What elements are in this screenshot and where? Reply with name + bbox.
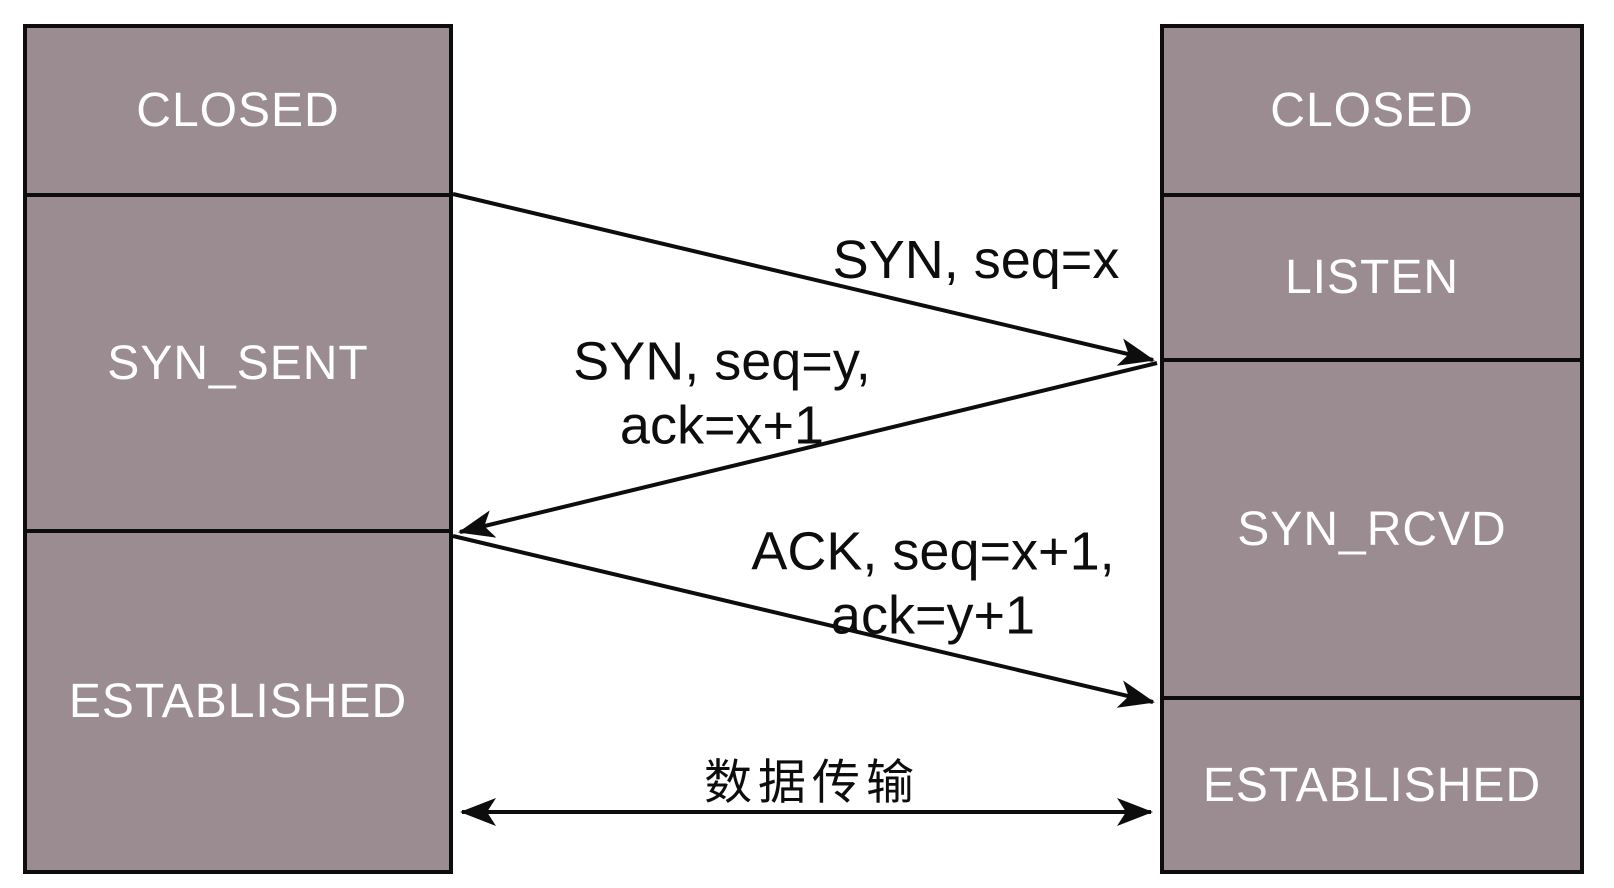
data-transfer-line1: 数据传输 [703,756,921,810]
client-state-syn-sent: SYN_SENT [27,193,449,529]
client-state-closed: CLOSED [136,84,340,137]
ack-message-label: ACK, seq=x+1, ack=y+1 [751,520,1114,647]
server-state-closed: CLOSED [1270,84,1474,137]
syn-ack-message-line1: SYN, seq=y, [573,331,871,392]
ack-message-line2: ack=y+1 [830,585,1036,645]
syn-ack-message-label: SYN, seq=y, ack=x+1 [573,330,871,457]
server-state-established: ESTABLISHED [1164,696,1580,870]
server-state-listen: LISTEN [1164,193,1580,358]
client-state-column: CLOSED SYN_SENT ESTABLISHED [23,24,453,874]
syn-message-line1: SYN, seq=x [832,230,1120,291]
server-state-column: CLOSED LISTEN SYN_RCVD ESTABLISHED [1160,24,1584,874]
server-state-syn-rcvd: SYN_RCVD [1164,358,1580,696]
syn-ack-message-line2: ack=x+1 [619,395,825,455]
data-transfer-label: 数据传输 [704,756,920,813]
client-state-established: ESTABLISHED [27,529,449,870]
syn-message-label: SYN, seq=x [833,229,1120,293]
ack-message-line1: ACK, seq=x+1, [751,521,1115,582]
